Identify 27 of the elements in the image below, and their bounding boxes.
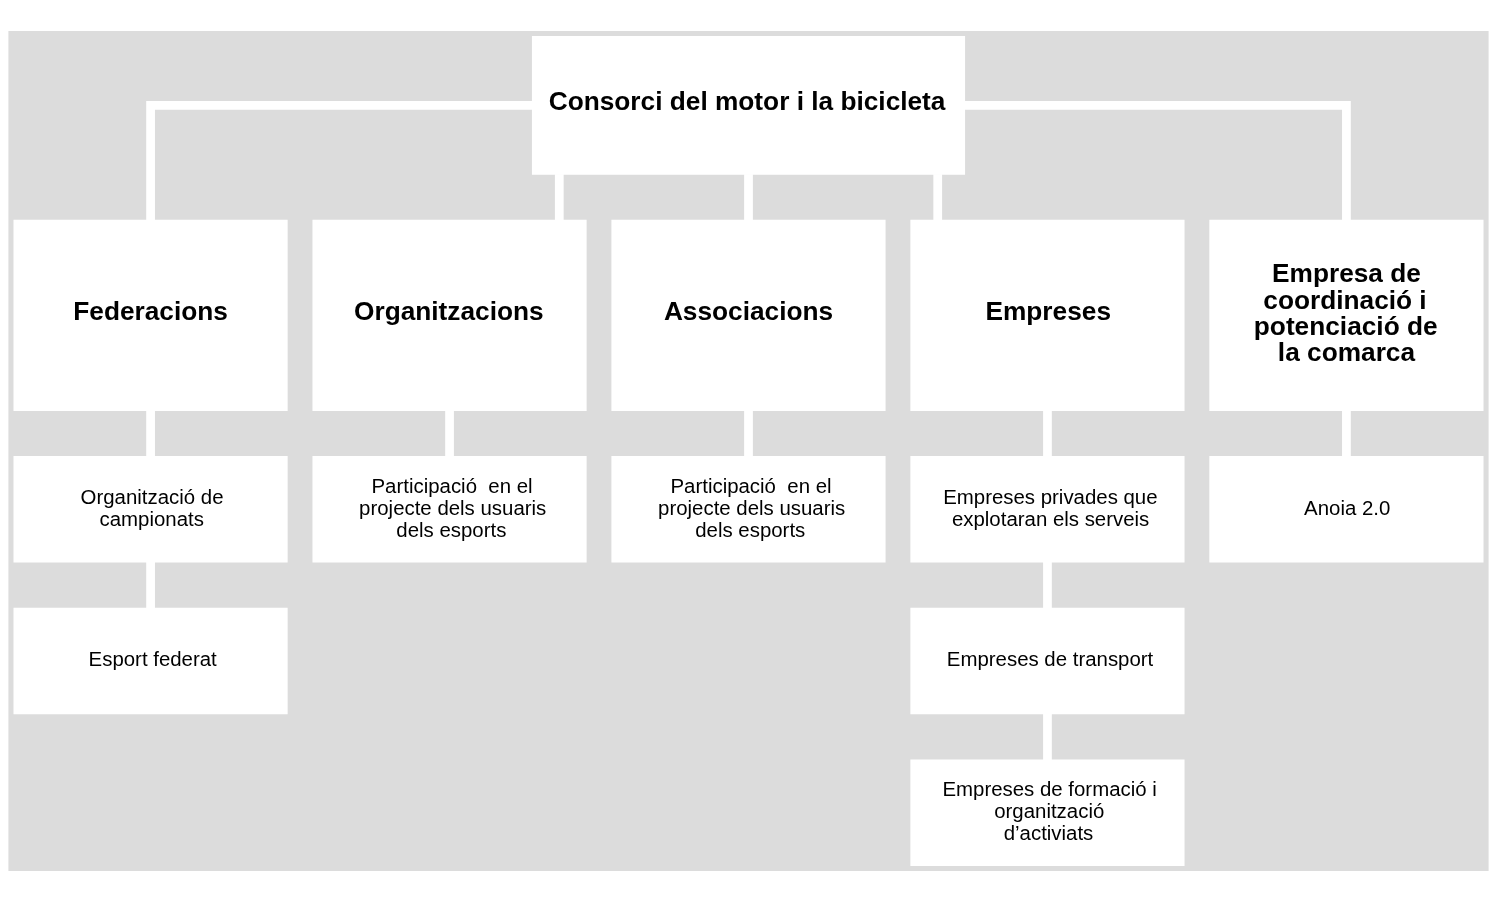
connector bbox=[744, 173, 753, 220]
connector bbox=[1043, 713, 1052, 760]
connector bbox=[445, 410, 454, 457]
connector bbox=[146, 410, 155, 457]
node-box: Empreses de transport bbox=[910, 607, 1185, 714]
connector bbox=[146, 561, 155, 608]
node-box: Federacions bbox=[13, 219, 288, 411]
node-box: Consorci del motor i la bicicleta bbox=[531, 35, 966, 175]
connector bbox=[1043, 561, 1052, 608]
node-box: Empreses privades que explotaran els serveis bbox=[910, 455, 1185, 563]
node-box: Organització de campionats bbox=[13, 455, 288, 563]
connector bbox=[146, 100, 533, 220]
node-box: Esport federat bbox=[13, 607, 288, 714]
node-box: Participació en el projecte dels usuaris dels esports bbox=[611, 455, 886, 563]
node-box: Empresa de coordinació i potenciació de la comarca bbox=[1209, 219, 1484, 411]
node-box: Anoia 2.0 bbox=[1209, 455, 1484, 563]
node-box: Empreses bbox=[910, 219, 1185, 411]
node-box: Organitzacions bbox=[312, 219, 587, 411]
connector bbox=[1342, 410, 1351, 457]
node-box: Empreses de formació i organització d’activiats bbox=[910, 758, 1185, 866]
connector bbox=[964, 100, 1351, 220]
node-box: Participació en el projecte dels usuaris dels esports bbox=[312, 455, 587, 563]
connector bbox=[744, 410, 753, 457]
node-box: Associacions bbox=[611, 219, 886, 411]
connector bbox=[933, 173, 943, 220]
connector bbox=[554, 173, 564, 220]
connector bbox=[1043, 410, 1052, 457]
